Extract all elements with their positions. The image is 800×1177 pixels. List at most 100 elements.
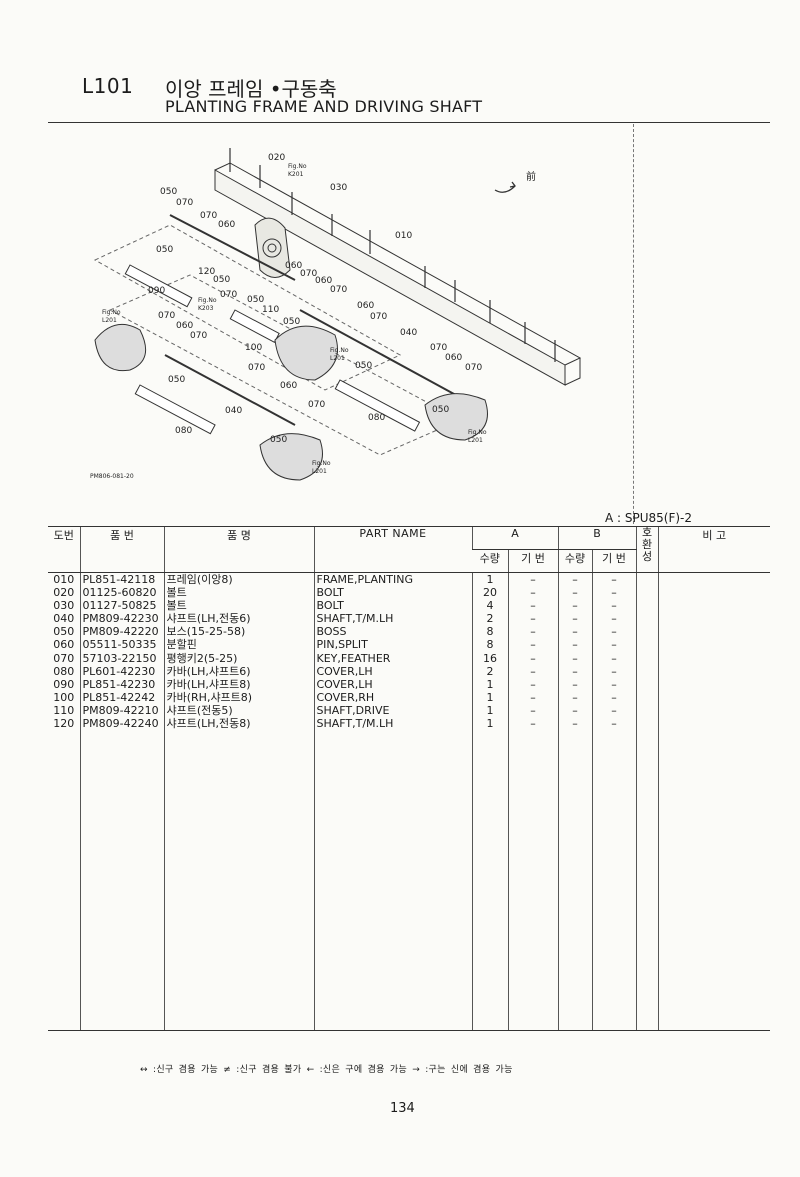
svg-text:040: 040 — [400, 328, 417, 338]
svg-text:L201: L201 — [312, 468, 327, 475]
cell-no: 030 — [53, 599, 75, 613]
page-number: 134 — [390, 1101, 415, 1116]
cell-compat — [635, 717, 659, 731]
svg-text:110: 110 — [262, 305, 279, 315]
front-mark: 前 — [526, 170, 536, 183]
cell-a-base: – — [507, 612, 558, 626]
svg-text:Fig.No: Fig.No — [330, 347, 349, 354]
cell-a-qty: 2 — [471, 664, 508, 678]
svg-text:050: 050 — [432, 405, 449, 415]
cell-name-ko: 분할핀 — [163, 638, 314, 652]
cell-compat — [635, 651, 659, 665]
cell-b-base: – — [591, 690, 637, 704]
cell-remarks — [657, 625, 771, 639]
cell-remarks — [657, 586, 771, 600]
cell-no: 090 — [53, 677, 75, 691]
svg-text:070: 070 — [300, 269, 317, 279]
cell-a-qty: 16 — [471, 651, 508, 665]
cell-remarks — [657, 638, 771, 652]
cell-b-base: – — [591, 717, 637, 731]
svg-text:Fig.No: Fig.No — [198, 297, 217, 304]
svg-text:Fig.No: Fig.No — [102, 309, 121, 316]
svg-text:Fig.No: Fig.No — [288, 163, 307, 170]
cell-b-qty: – — [557, 612, 592, 626]
cell-remarks — [657, 612, 771, 626]
cell-part-name: BOLT — [313, 599, 472, 613]
cell-remarks — [657, 703, 771, 718]
cell-compat — [635, 638, 659, 652]
col-header-name-ko: 품 명 — [163, 526, 314, 573]
svg-text:Fig.No: Fig.No — [468, 429, 487, 436]
cell-remarks — [657, 664, 771, 678]
svg-text:090: 090 — [148, 286, 165, 296]
svg-text:070: 070 — [248, 363, 265, 373]
cell-a-qty: 1 — [471, 572, 508, 587]
svg-text:120: 120 — [198, 267, 215, 277]
cell-compat — [635, 677, 659, 691]
cell-no: 100 — [53, 690, 75, 704]
svg-text:070: 070 — [308, 400, 325, 410]
cell-compat — [635, 586, 659, 600]
cell-part-no: 01125-60820 — [79, 586, 164, 600]
cell-a-qty: 4 — [471, 599, 508, 613]
cell-part-name: FRAME,PLANTING — [313, 572, 472, 587]
svg-text:060: 060 — [218, 220, 235, 230]
col-header-group-a: A — [471, 526, 558, 550]
page-title-korean: 이앙 프레임 •구동축 — [165, 77, 337, 101]
svg-text:080: 080 — [175, 426, 192, 436]
svg-text:030: 030 — [330, 183, 347, 193]
cell-a-qty: 1 — [471, 717, 508, 731]
cell-name-ko: 보스(15-25-58) — [163, 625, 314, 639]
cell-a-base: – — [507, 703, 558, 718]
cell-compat — [635, 690, 659, 704]
cell-name-ko: 프레임(이앙8) — [163, 572, 314, 587]
cell-name-ko: 샤프트(전동5) — [163, 703, 314, 718]
cell-part-name: COVER,LH — [313, 677, 472, 691]
cell-a-qty: 8 — [471, 638, 508, 652]
cell-remarks — [657, 572, 771, 587]
cell-b-base: – — [591, 586, 637, 600]
cell-no: 060 — [53, 638, 75, 652]
cell-compat — [635, 599, 659, 613]
compatibility-legend: ↔ :신구 겸용 가능 ≠ :신구 겸용 불가 ← :신은 구에 겸용 가능 →… — [140, 1065, 513, 1075]
cell-a-base: – — [507, 690, 558, 704]
cell-no: 010 — [53, 573, 75, 586]
col-header-no: 도번 — [48, 526, 80, 573]
cell-a-base: – — [507, 572, 558, 587]
cell-b-base: – — [591, 664, 637, 678]
cell-remarks — [657, 651, 771, 665]
cell-part-name: COVER,LH — [313, 664, 472, 678]
svg-text:020: 020 — [268, 153, 285, 163]
cell-a-qty: 8 — [471, 625, 508, 639]
header-rule — [48, 122, 770, 123]
exploded-parts-diagram: 020 030 010 050 070 070 060 050 120 090 … — [90, 148, 582, 481]
cell-part-no: PL851-42230 — [79, 677, 164, 691]
cell-compat — [635, 664, 659, 678]
svg-text:060: 060 — [280, 381, 297, 391]
col-header-b-qty: 수량 — [557, 549, 592, 573]
cell-name-ko: 카바(RH,샤프트8) — [163, 690, 314, 704]
cell-no: 080 — [53, 664, 75, 678]
cell-name-ko: 샤프트(LH,전동8) — [163, 717, 314, 731]
col-header-part-no: 품 번 — [79, 526, 164, 573]
cell-a-base: – — [507, 625, 558, 639]
cell-name-ko: 볼트 — [163, 586, 314, 600]
cell-a-base: – — [507, 677, 558, 691]
svg-text:060: 060 — [285, 261, 302, 271]
svg-text:L201: L201 — [330, 355, 345, 362]
page-code: L101 — [82, 74, 134, 98]
svg-text:040: 040 — [225, 406, 242, 416]
cell-name-ko: 카바(LH,샤프트6) — [163, 664, 314, 678]
svg-text:070: 070 — [370, 312, 387, 322]
cell-a-qty: 1 — [471, 690, 508, 704]
cell-compat — [635, 625, 659, 639]
cell-part-no: PL601-42230 — [79, 664, 164, 678]
col-header-part-name: PART NAME — [313, 526, 472, 573]
cell-part-no: 01127-50825 — [79, 599, 164, 613]
svg-text:070: 070 — [190, 331, 207, 341]
